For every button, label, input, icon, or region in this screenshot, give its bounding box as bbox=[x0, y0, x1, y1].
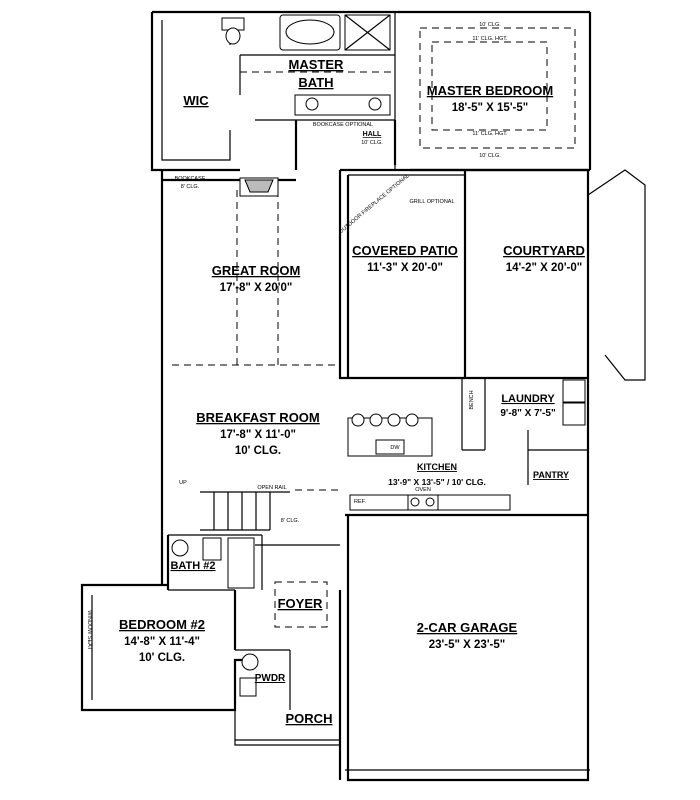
label-kitchen: KITCHEN bbox=[417, 462, 457, 472]
note-laundry-bench: BENCH bbox=[469, 390, 475, 409]
note-bookcase-left: BOOKCASE bbox=[175, 176, 206, 182]
dims-bedroom2: 14'-8" X 11'-4" bbox=[124, 636, 200, 648]
note-foyer-clg: 8' CLG. bbox=[281, 518, 300, 524]
label-laundry: LAUNDRY bbox=[501, 393, 555, 405]
dims-garage: 23'-5" X 23'-5" bbox=[429, 639, 505, 651]
note-bookcase-optional: BOOKCASE OPTIONAL bbox=[313, 122, 373, 128]
label-courtyard: COURTYARD bbox=[503, 243, 585, 258]
note-mb-clg-bottom: 10' CLG. bbox=[479, 153, 501, 159]
label-bath2: BATH #2 bbox=[170, 560, 215, 572]
dims-breakfast-room: 17'-8" X 11'-0" bbox=[220, 429, 296, 441]
dims-great-room: 17'-8" X 20'0" bbox=[220, 282, 293, 294]
label-great-room: GREAT ROOM bbox=[212, 263, 301, 278]
note-window-seat: WINDOW SEAT bbox=[86, 610, 92, 650]
note-kitchen-dw: DW bbox=[390, 445, 400, 451]
notes: BOOKCASE OPTIONAL 10' CLG. BOOKCASE 8' C… bbox=[86, 22, 508, 650]
dims-kitchen: 13'-9" X 13'-5" / 10' CLG. bbox=[388, 477, 486, 487]
label-foyer: FOYER bbox=[278, 596, 323, 611]
label-pwdr: PWDR bbox=[255, 673, 286, 684]
fixtures bbox=[171, 14, 586, 697]
note-oven: OVEN bbox=[415, 487, 431, 493]
note-bookcase-left-clg: 8' CLG. bbox=[181, 184, 200, 190]
note-stair-up: UP bbox=[179, 480, 187, 486]
note-hall-clg: 10' CLG. bbox=[361, 140, 383, 146]
note-mb-clg-top: 10' CLG. bbox=[479, 22, 501, 28]
room-labels: WIC MASTER BATH MASTER BEDROOM 18'-5" X … bbox=[119, 57, 585, 726]
note-mb-clg-hgt-bottom: 11' CLG. HGT. bbox=[472, 131, 508, 137]
clg-breakfast-room: 10' CLG. bbox=[235, 445, 281, 457]
label-pantry: PANTRY bbox=[533, 470, 569, 480]
note-kitchen-ref: REF. bbox=[354, 499, 366, 505]
label-covered-patio: COVERED PATIO bbox=[352, 243, 458, 258]
dims-covered-patio: 11'-3" X 20'-0" bbox=[367, 262, 443, 274]
dashed-lines bbox=[172, 27, 576, 628]
label-porch: PORCH bbox=[286, 711, 333, 726]
dims-laundry: 9'-8" X 7'-5" bbox=[500, 408, 556, 419]
dims-courtyard: 14'-2" X 20'-0" bbox=[506, 262, 582, 274]
label-breakfast-room: BREAKFAST ROOM bbox=[196, 410, 320, 425]
dims-master-bedroom: 18'-5" X 15'-5" bbox=[452, 102, 528, 114]
note-open-rail: OPEN RAIL bbox=[257, 485, 286, 491]
label-master-bath-1: MASTER bbox=[289, 57, 345, 72]
note-mb-clg-hgt-top: 11' CLG. HGT. bbox=[472, 36, 508, 42]
label-master-bath-2: BATH bbox=[298, 75, 333, 90]
clg-bedroom2: 10' CLG. bbox=[139, 652, 185, 664]
note-grill-optional: GRILL OPTIONAL bbox=[409, 199, 454, 205]
label-bedroom2: BEDROOM #2 bbox=[119, 617, 205, 632]
label-hall: HALL bbox=[363, 131, 382, 138]
label-garage: 2-CAR GARAGE bbox=[417, 620, 518, 635]
label-wic: WIC bbox=[183, 93, 209, 108]
label-master-bedroom: MASTER BEDROOM bbox=[427, 83, 553, 98]
